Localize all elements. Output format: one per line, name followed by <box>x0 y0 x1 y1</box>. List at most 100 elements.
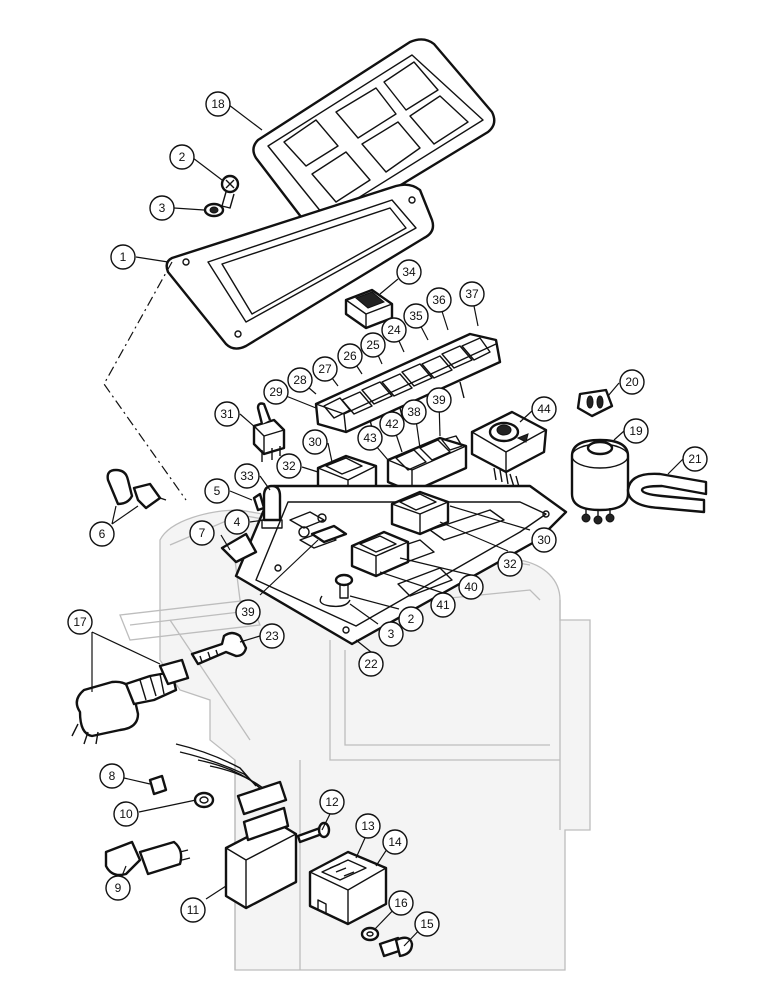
callout-13: 13 <box>355 813 381 839</box>
callout-31: 31 <box>214 401 240 427</box>
svg-text:43: 43 <box>363 431 377 445</box>
svg-text:7: 7 <box>199 526 206 540</box>
bulb-5 <box>252 492 266 512</box>
svg-text:14: 14 <box>388 835 402 849</box>
svg-text:15: 15 <box>420 917 434 931</box>
callout-30-lower: 30 <box>531 527 557 553</box>
callout-19: 19 <box>623 418 649 444</box>
callout-6: 6 <box>89 521 115 547</box>
toggle-switch-31 <box>252 402 286 462</box>
svg-text:2: 2 <box>179 150 186 164</box>
nut-10 <box>193 791 215 809</box>
switch-panel-cover <box>252 38 496 232</box>
connector-8 <box>148 774 168 796</box>
svg-text:32: 32 <box>503 557 517 571</box>
connector-6 <box>106 468 167 510</box>
svg-text:3: 3 <box>388 627 395 641</box>
callout-3: 3 <box>149 195 175 221</box>
callout-12: 12 <box>319 789 345 815</box>
callout-16: 16 <box>388 890 414 916</box>
svg-text:18: 18 <box>211 97 225 111</box>
callout-32: 32 <box>276 453 302 479</box>
fuse-holder-13 <box>308 850 388 926</box>
svg-text:22: 22 <box>364 657 378 671</box>
svg-text:38: 38 <box>407 405 421 419</box>
svg-text:42: 42 <box>385 417 399 431</box>
relay-connector-11 <box>224 780 298 910</box>
svg-text:21: 21 <box>688 452 702 466</box>
screw-12 <box>296 821 331 844</box>
svg-text:39: 39 <box>241 605 255 619</box>
svg-text:27: 27 <box>318 362 332 376</box>
svg-text:41: 41 <box>436 598 450 612</box>
callout-27: 27 <box>312 356 338 382</box>
svg-text:33: 33 <box>240 469 254 483</box>
callout-43: 43 <box>357 425 383 451</box>
svg-text:4: 4 <box>234 515 241 529</box>
rotary-switch-9 <box>104 840 191 877</box>
svg-text:11: 11 <box>187 903 200 917</box>
assembly-line <box>103 261 187 501</box>
callout-15: 15 <box>414 911 440 937</box>
callout-44: 44 <box>531 396 557 422</box>
mounting-clip-20 <box>576 388 614 418</box>
callout-36: 36 <box>426 287 452 313</box>
callout-9: 9 <box>105 875 131 901</box>
callout-5: 5 <box>204 478 230 504</box>
callout-39: 39 <box>426 387 452 413</box>
callout-10: 10 <box>113 801 139 827</box>
callout-35: 35 <box>403 303 429 329</box>
callout-7: 7 <box>189 520 215 546</box>
callout-34: 34 <box>396 259 422 285</box>
callout-37: 37 <box>459 281 485 307</box>
svg-text:28: 28 <box>293 373 307 387</box>
callout-8: 8 <box>99 763 125 789</box>
callout-40: 40 <box>458 574 484 600</box>
svg-text:40: 40 <box>464 580 478 594</box>
ignition-switch-19 <box>570 438 630 525</box>
callout-3-lower: 3 <box>378 621 404 647</box>
lens-7 <box>220 532 258 564</box>
screw-top <box>220 174 240 209</box>
svg-text:8: 8 <box>109 769 116 783</box>
svg-text:6: 6 <box>99 527 106 541</box>
callout-25: 25 <box>360 332 386 358</box>
callout-29: 29 <box>263 379 289 405</box>
callout-17: 17 <box>67 609 93 635</box>
svg-text:24: 24 <box>387 323 401 337</box>
blank-plug-39 <box>310 524 348 544</box>
callout-39-lower: 39 <box>235 599 261 625</box>
svg-text:29: 29 <box>269 385 283 399</box>
svg-text:2: 2 <box>408 612 415 626</box>
svg-text:23: 23 <box>265 629 279 643</box>
callout-bubbles: 18 2 3 1 34 36 37 35 24 25 26 27 28 29 2… <box>67 91 708 937</box>
svg-text:9: 9 <box>115 881 122 895</box>
svg-text:26: 26 <box>343 349 357 363</box>
svg-text:1: 1 <box>120 250 127 264</box>
washer-16 <box>360 926 380 942</box>
svg-text:3: 3 <box>159 201 166 215</box>
callout-26: 26 <box>337 343 363 369</box>
callout-21: 21 <box>682 446 708 472</box>
svg-text:5: 5 <box>214 484 221 498</box>
wiring-harness <box>175 743 281 801</box>
svg-text:13: 13 <box>361 819 375 833</box>
svg-text:37: 37 <box>465 287 479 301</box>
callout-20: 20 <box>619 369 645 395</box>
callout-33: 33 <box>234 463 260 489</box>
rocker-switch-group-middle <box>386 435 468 494</box>
svg-text:44: 44 <box>537 402 551 416</box>
svg-text:35: 35 <box>409 309 423 323</box>
svg-text:39: 39 <box>432 393 446 407</box>
svg-text:19: 19 <box>629 424 643 438</box>
svg-text:17: 17 <box>73 615 87 629</box>
callout-41: 41 <box>430 592 456 618</box>
callout-32-lower: 32 <box>497 551 523 577</box>
svg-text:36: 36 <box>432 293 446 307</box>
lamp-holder-4 <box>261 484 283 529</box>
callout-23: 23 <box>259 623 285 649</box>
callout-2-lower: 2 <box>398 606 424 632</box>
callout-11: 11 <box>180 897 206 923</box>
callout-42: 42 <box>379 411 405 437</box>
key-23 <box>190 631 248 666</box>
